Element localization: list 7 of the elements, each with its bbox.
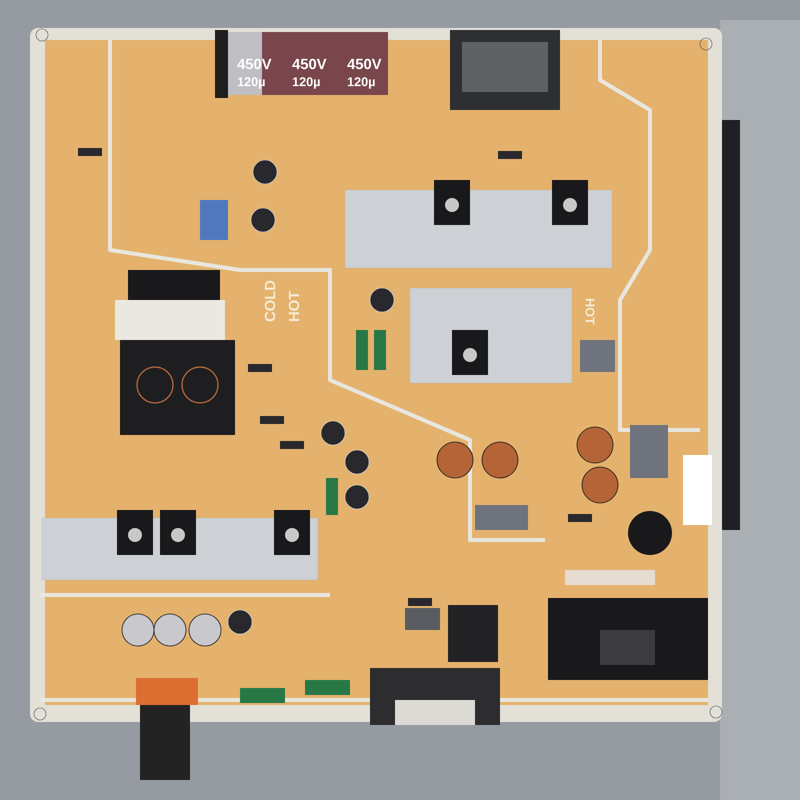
component-marking: HOT (586, 298, 594, 325)
component-marking: 450V (347, 58, 382, 70)
component-marking: COLD (264, 280, 276, 322)
component-marking: HOT (288, 290, 300, 321)
component-marking: 450V (292, 58, 326, 70)
component-marking: 120µ (348, 77, 375, 89)
component-marking: 120µ (292, 77, 320, 89)
